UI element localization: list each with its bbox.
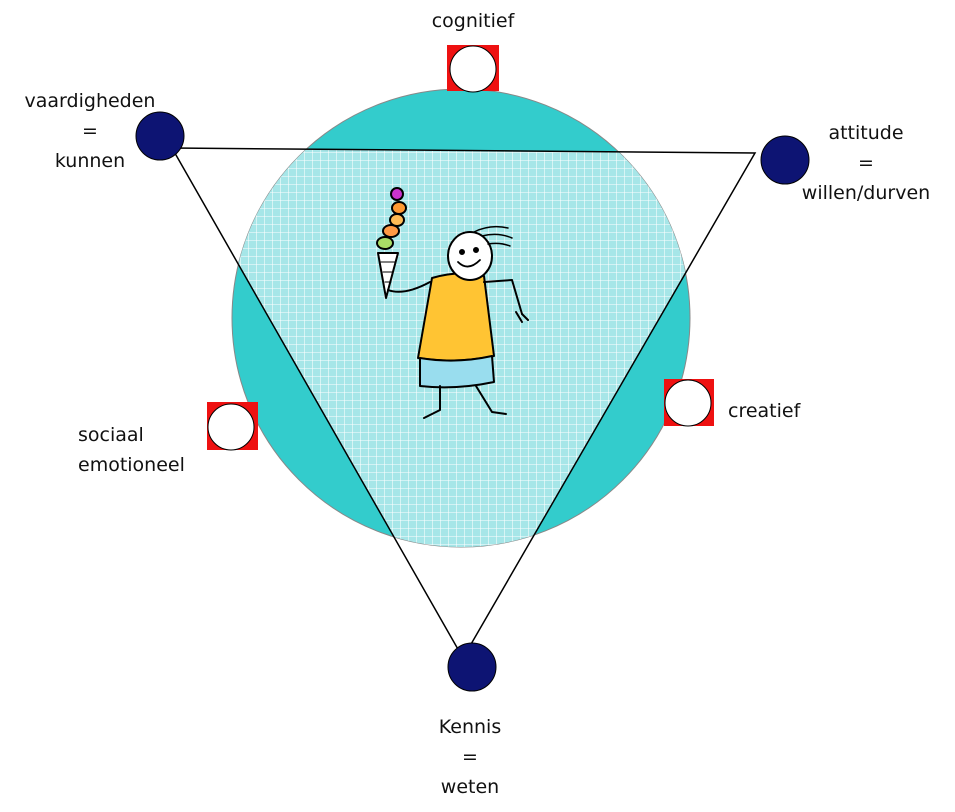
label-attitude-line3: willen/durven xyxy=(801,182,931,204)
sociaal-emotioneel-marker xyxy=(207,402,258,451)
vaardigheden-node xyxy=(135,111,185,161)
label-kennis-line3: weten xyxy=(440,776,500,798)
label-kennis: Kennis = weten xyxy=(415,712,525,802)
label-kennis-line2: = xyxy=(462,746,478,768)
label-sociaal-emotioneel: sociaal emotioneel xyxy=(78,420,202,480)
label-vaardigheden-line1: vaardigheden xyxy=(24,90,156,112)
attitude-node xyxy=(760,135,810,185)
label-attitude-line1: attitude xyxy=(828,122,904,144)
label-sociaal-line1: sociaal xyxy=(78,424,144,446)
child-figure xyxy=(376,187,529,419)
label-vaardigheden-line3: kunnen xyxy=(54,150,126,172)
label-vaardigheden: vaardigheden = kunnen xyxy=(4,86,176,176)
label-kennis-line1: Kennis xyxy=(438,716,502,738)
label-vaardigheden-line2: = xyxy=(82,120,98,142)
label-sociaal-line2: emotioneel xyxy=(78,454,185,476)
label-cognitief-text: cognitief xyxy=(431,10,515,32)
label-cognitief: cognitief xyxy=(420,6,526,36)
triangle-grid-area xyxy=(232,148,690,547)
learning-triangle xyxy=(170,147,757,660)
label-creatief: creatief xyxy=(728,396,834,426)
label-attitude: attitude = willen/durven xyxy=(784,118,948,208)
label-creatief-text: creatief xyxy=(728,400,801,422)
label-attitude-line2: = xyxy=(858,152,874,174)
kennis-node xyxy=(447,642,497,692)
cognitief-marker xyxy=(447,45,499,93)
creatief-marker xyxy=(664,379,714,427)
